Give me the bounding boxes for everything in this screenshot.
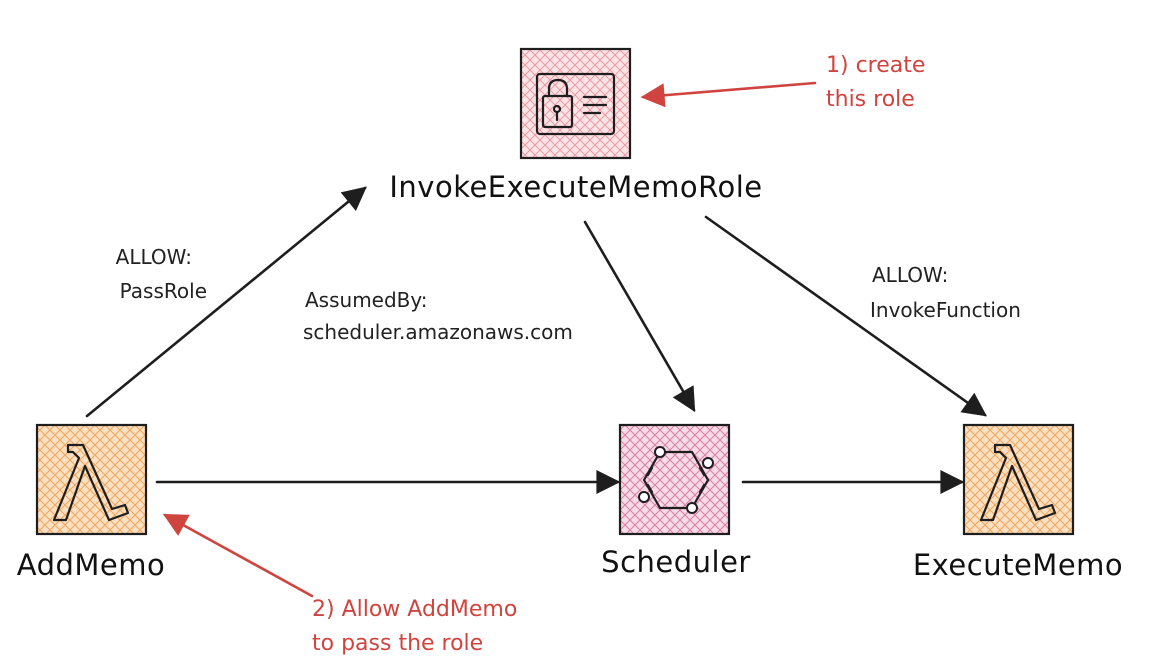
- edge-label-passrole: ALLOW: PassRole: [116, 245, 207, 303]
- eventbridge-scheduler-icon: [638, 446, 714, 514]
- edge-label-assumedby: AssumedBy: scheduler.amazonaws.com: [303, 288, 573, 344]
- annotation-step2-line2: to pass the role: [312, 631, 483, 656]
- annotation-step1-line1: 1) create: [826, 53, 925, 78]
- annotation-arrow-step1: [640, 81, 817, 108]
- edges: [85, 186, 987, 494]
- lambda-icon: [979, 443, 1057, 522]
- scheduler-node-dot-left: [638, 491, 650, 503]
- iam-role-icon: [535, 72, 616, 136]
- executememo-label: ExecuteMemo: [913, 548, 1123, 582]
- invoke-label-line1: ALLOW:: [872, 263, 948, 287]
- edge-role-to-scheduler: [583, 220, 696, 413]
- edge-addmemo-to-role: [85, 186, 367, 418]
- edge-label-invokefunction: ALLOW: InvokeFunction: [870, 263, 1021, 322]
- scheduler-box: [618, 423, 731, 536]
- assumedby-label-line2: scheduler.amazonaws.com: [303, 320, 573, 344]
- passrole-label-line1: ALLOW:: [116, 245, 192, 269]
- scheduler-node-dot-right: [702, 457, 714, 469]
- lambda-icon: [52, 443, 130, 522]
- annotation-step2-line1: 2) Allow AddMemo: [312, 597, 517, 622]
- annotation-step1-line2: this role: [826, 87, 915, 112]
- role-node: InvokeExecuteMemoRole: [389, 47, 762, 204]
- scheduler-node: Scheduler: [601, 423, 751, 579]
- annotation-step2: 2) Allow AddMemo to pass the role: [312, 597, 517, 656]
- role-label: InvokeExecuteMemoRole: [389, 170, 762, 204]
- invoke-label-line2: InvokeFunction: [870, 298, 1021, 322]
- passrole-label-line2: PassRole: [120, 279, 207, 303]
- scheduler-node-dot-top: [654, 446, 666, 458]
- assumedby-label-line1: AssumedBy:: [305, 288, 428, 312]
- addmemo-label: AddMemo: [17, 548, 166, 582]
- annotation-arrows: [162, 81, 817, 598]
- executememo-node: ExecuteMemo: [913, 423, 1123, 582]
- scheduler-label: Scheduler: [601, 545, 751, 579]
- addmemo-node: AddMemo: [17, 423, 166, 582]
- annotation-step1: 1) create this role: [826, 53, 925, 112]
- annotation-arrow-step2: [162, 513, 314, 598]
- edge-role-to-executememo: [704, 215, 987, 417]
- role-box: [519, 47, 632, 160]
- scheduler-node-dot-bottom: [686, 502, 698, 514]
